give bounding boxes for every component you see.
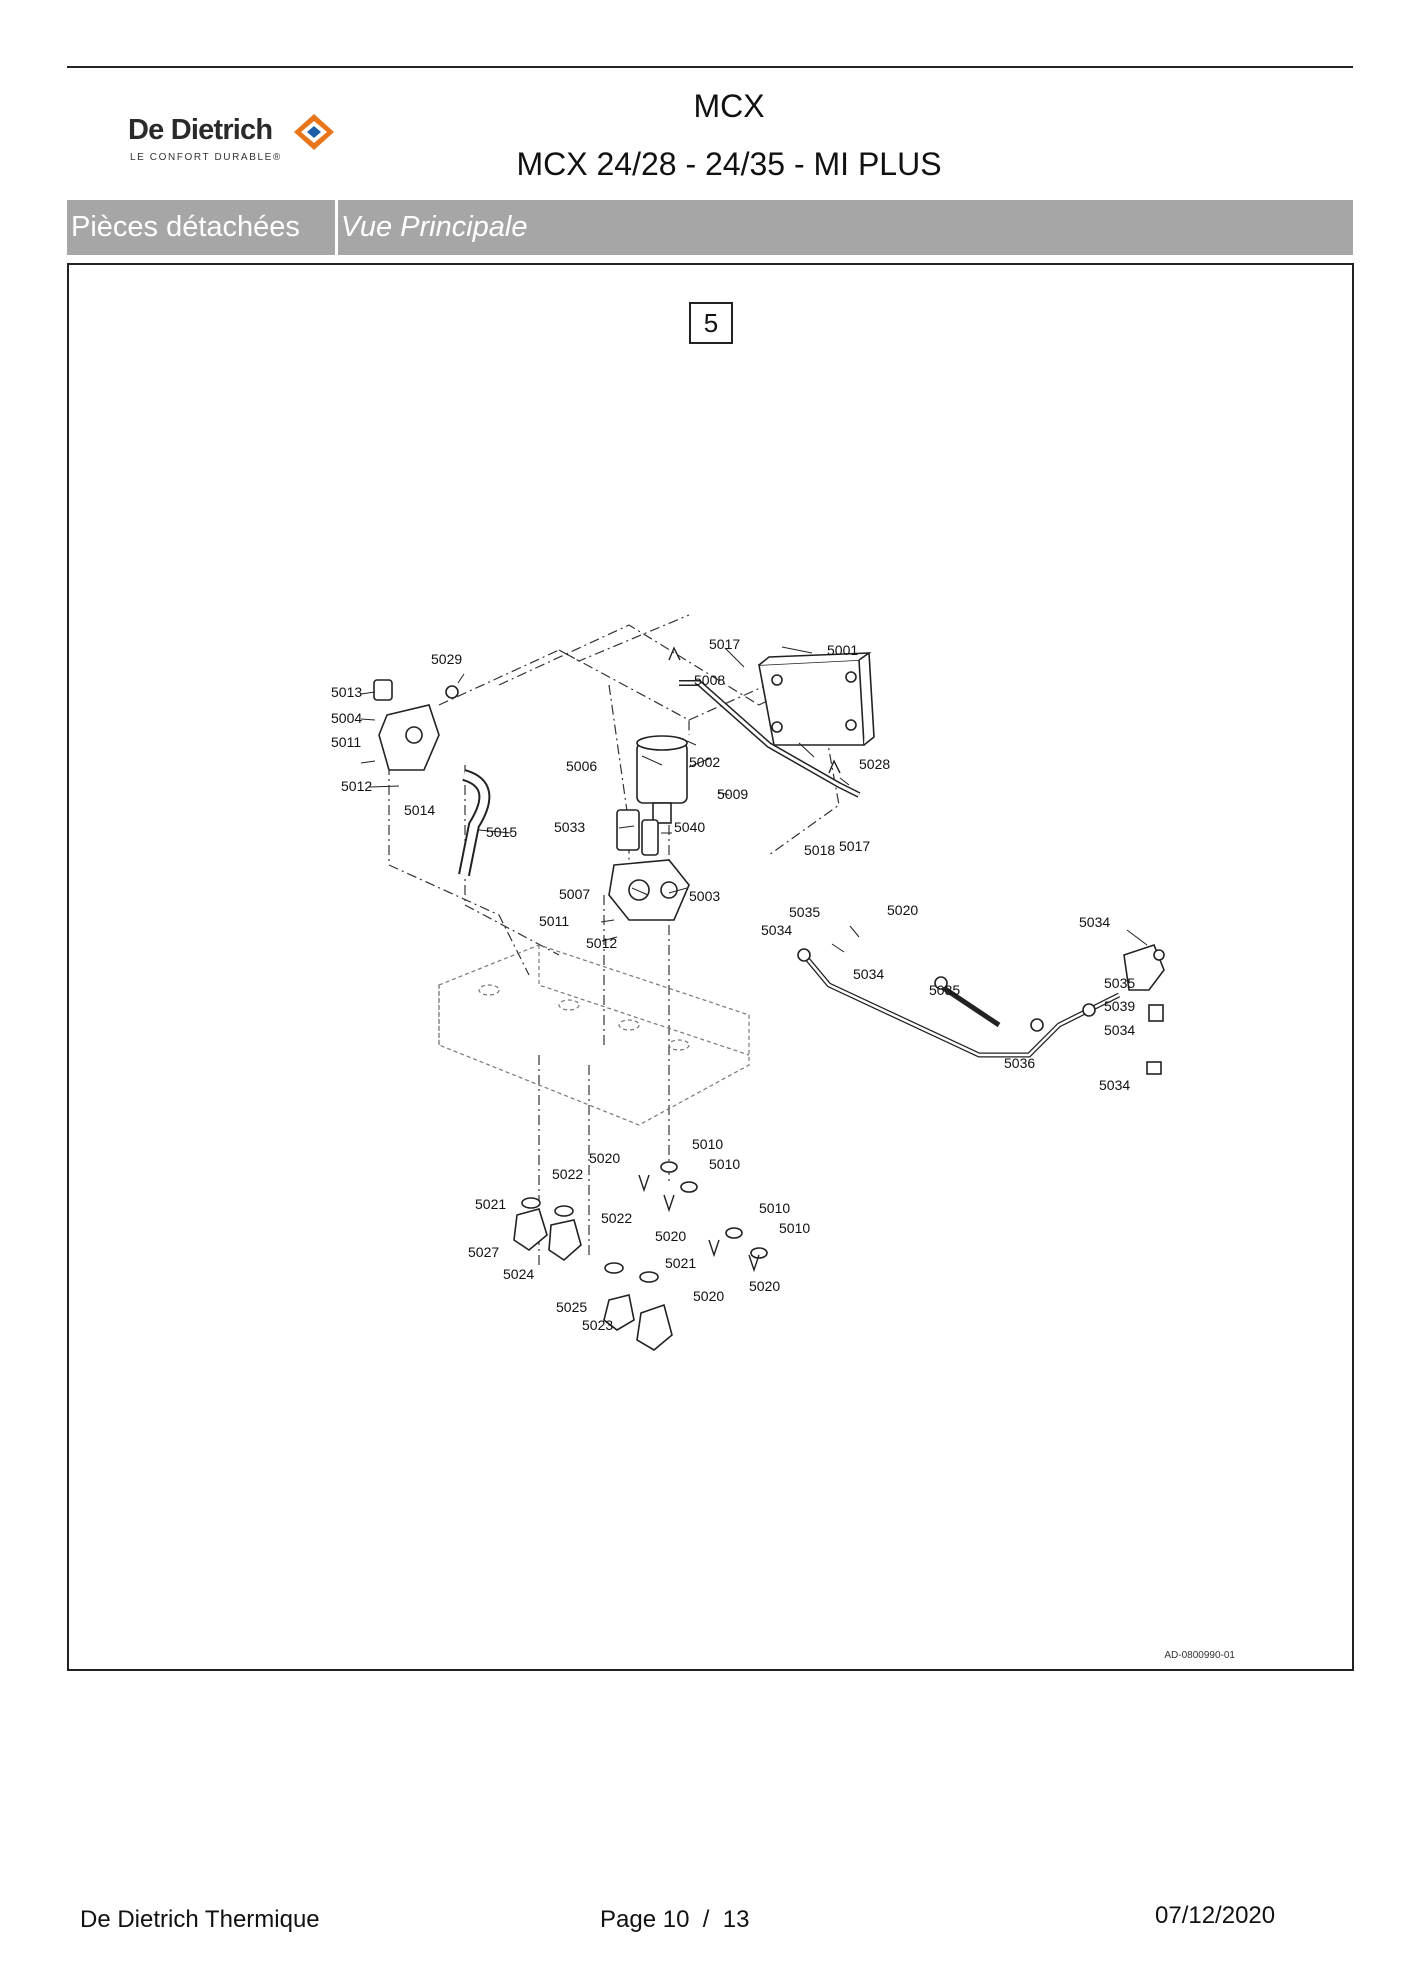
page-label: Page bbox=[600, 1906, 657, 1933]
page-current: 10 bbox=[662, 1906, 690, 1933]
part-label: 5017 bbox=[839, 838, 870, 854]
exploded-parts-diagram: 5017 5001 5008 5029 5013 5004 5011 5012 … bbox=[331, 614, 1165, 1351]
part-label: 5039 bbox=[1104, 998, 1135, 1014]
part-label: 5020 bbox=[887, 902, 918, 918]
header-rule bbox=[67, 66, 1353, 68]
part-label: 5023 bbox=[582, 1317, 613, 1333]
part-label: 5020 bbox=[693, 1288, 724, 1304]
brand-logo: De Dietrich LE CONFORT DURABLE® bbox=[128, 110, 348, 166]
page-subtitle: MCX 24/28 - 24/35 - MI PLUS bbox=[516, 146, 942, 182]
drawing-reference: AD-0800990-01 bbox=[1164, 1650, 1235, 1661]
part-label: 5012 bbox=[586, 935, 617, 951]
part-label: 5018 bbox=[804, 842, 835, 858]
section-label: Pièces détachées bbox=[71, 211, 300, 243]
part-label: 5017 bbox=[709, 636, 740, 652]
page-title: MCX bbox=[693, 88, 765, 124]
part-label: 5011 bbox=[539, 913, 569, 929]
part-label: 5035 bbox=[929, 982, 960, 998]
view-number-box: 5 bbox=[689, 302, 733, 344]
page-separator: / bbox=[702, 1906, 710, 1933]
part-label: 5034 bbox=[1099, 1077, 1130, 1093]
part-label: 5010 bbox=[759, 1200, 790, 1216]
footer-page: Page 10 / 13 bbox=[600, 1906, 750, 1934]
part-label: 5027 bbox=[468, 1244, 499, 1260]
part-label: 5003 bbox=[689, 888, 720, 904]
part-labels: 5017 5001 5008 5029 5013 5004 5011 5012 … bbox=[331, 636, 1135, 1333]
part-label: 5034 bbox=[761, 922, 792, 938]
part-label: 5009 bbox=[717, 786, 748, 802]
part-label: 5035 bbox=[1104, 975, 1135, 991]
part-label: 5014 bbox=[404, 802, 435, 818]
part-label: 5007 bbox=[559, 886, 590, 902]
part-label: 5015 bbox=[486, 824, 517, 840]
part-label: 5028 bbox=[859, 756, 890, 772]
plate-heat-exchanger bbox=[758, 652, 875, 746]
part-label: 5010 bbox=[709, 1156, 740, 1172]
part-label: 5034 bbox=[1104, 1022, 1135, 1038]
part-label: 5033 bbox=[554, 819, 585, 835]
diagram-frame: 5 bbox=[67, 263, 1354, 1671]
part-label: 5020 bbox=[749, 1278, 780, 1294]
section-band: Pièces détachées Vue Principale bbox=[67, 200, 1353, 255]
diamond-logo-icon bbox=[294, 114, 334, 150]
part-label: 5010 bbox=[779, 1220, 810, 1236]
part-label: 5025 bbox=[556, 1299, 587, 1315]
part-label: 5004 bbox=[331, 710, 362, 726]
part-label: 5036 bbox=[1004, 1055, 1035, 1071]
part-label: 5021 bbox=[665, 1255, 696, 1271]
part-label: 5022 bbox=[601, 1210, 632, 1226]
band-divider bbox=[335, 200, 338, 255]
part-label: 5020 bbox=[655, 1228, 686, 1244]
footer-date: 07/12/2020 bbox=[1155, 1902, 1276, 1929]
part-label: 5001 bbox=[827, 642, 858, 658]
part-label: 5034 bbox=[853, 966, 884, 982]
part-label: 5002 bbox=[689, 754, 720, 770]
part-label: 5012 bbox=[341, 778, 372, 794]
part-label: 5034 bbox=[1079, 914, 1110, 930]
view-label: Vue Principale bbox=[341, 211, 528, 243]
part-label: 5035 bbox=[789, 904, 820, 920]
part-label: 5020 bbox=[589, 1150, 620, 1166]
part-label: 5029 bbox=[431, 651, 462, 667]
part-label: 5006 bbox=[566, 758, 597, 774]
part-label: 5022 bbox=[552, 1166, 583, 1182]
part-label: 5013 bbox=[331, 684, 362, 700]
part-label: 5024 bbox=[503, 1266, 534, 1282]
part-label: 5040 bbox=[674, 819, 705, 835]
part-label: 5011 bbox=[331, 734, 361, 750]
part-label: 5021 bbox=[475, 1196, 506, 1212]
part-label: 5010 bbox=[692, 1136, 723, 1152]
part-label: 5008 bbox=[694, 672, 725, 688]
page-total: 13 bbox=[722, 1906, 750, 1933]
footer-company: De Dietrich Thermique bbox=[80, 1906, 320, 1933]
brand-tagline: LE CONFORT DURABLE® bbox=[130, 152, 282, 163]
brand-name: De Dietrich bbox=[128, 114, 273, 146]
